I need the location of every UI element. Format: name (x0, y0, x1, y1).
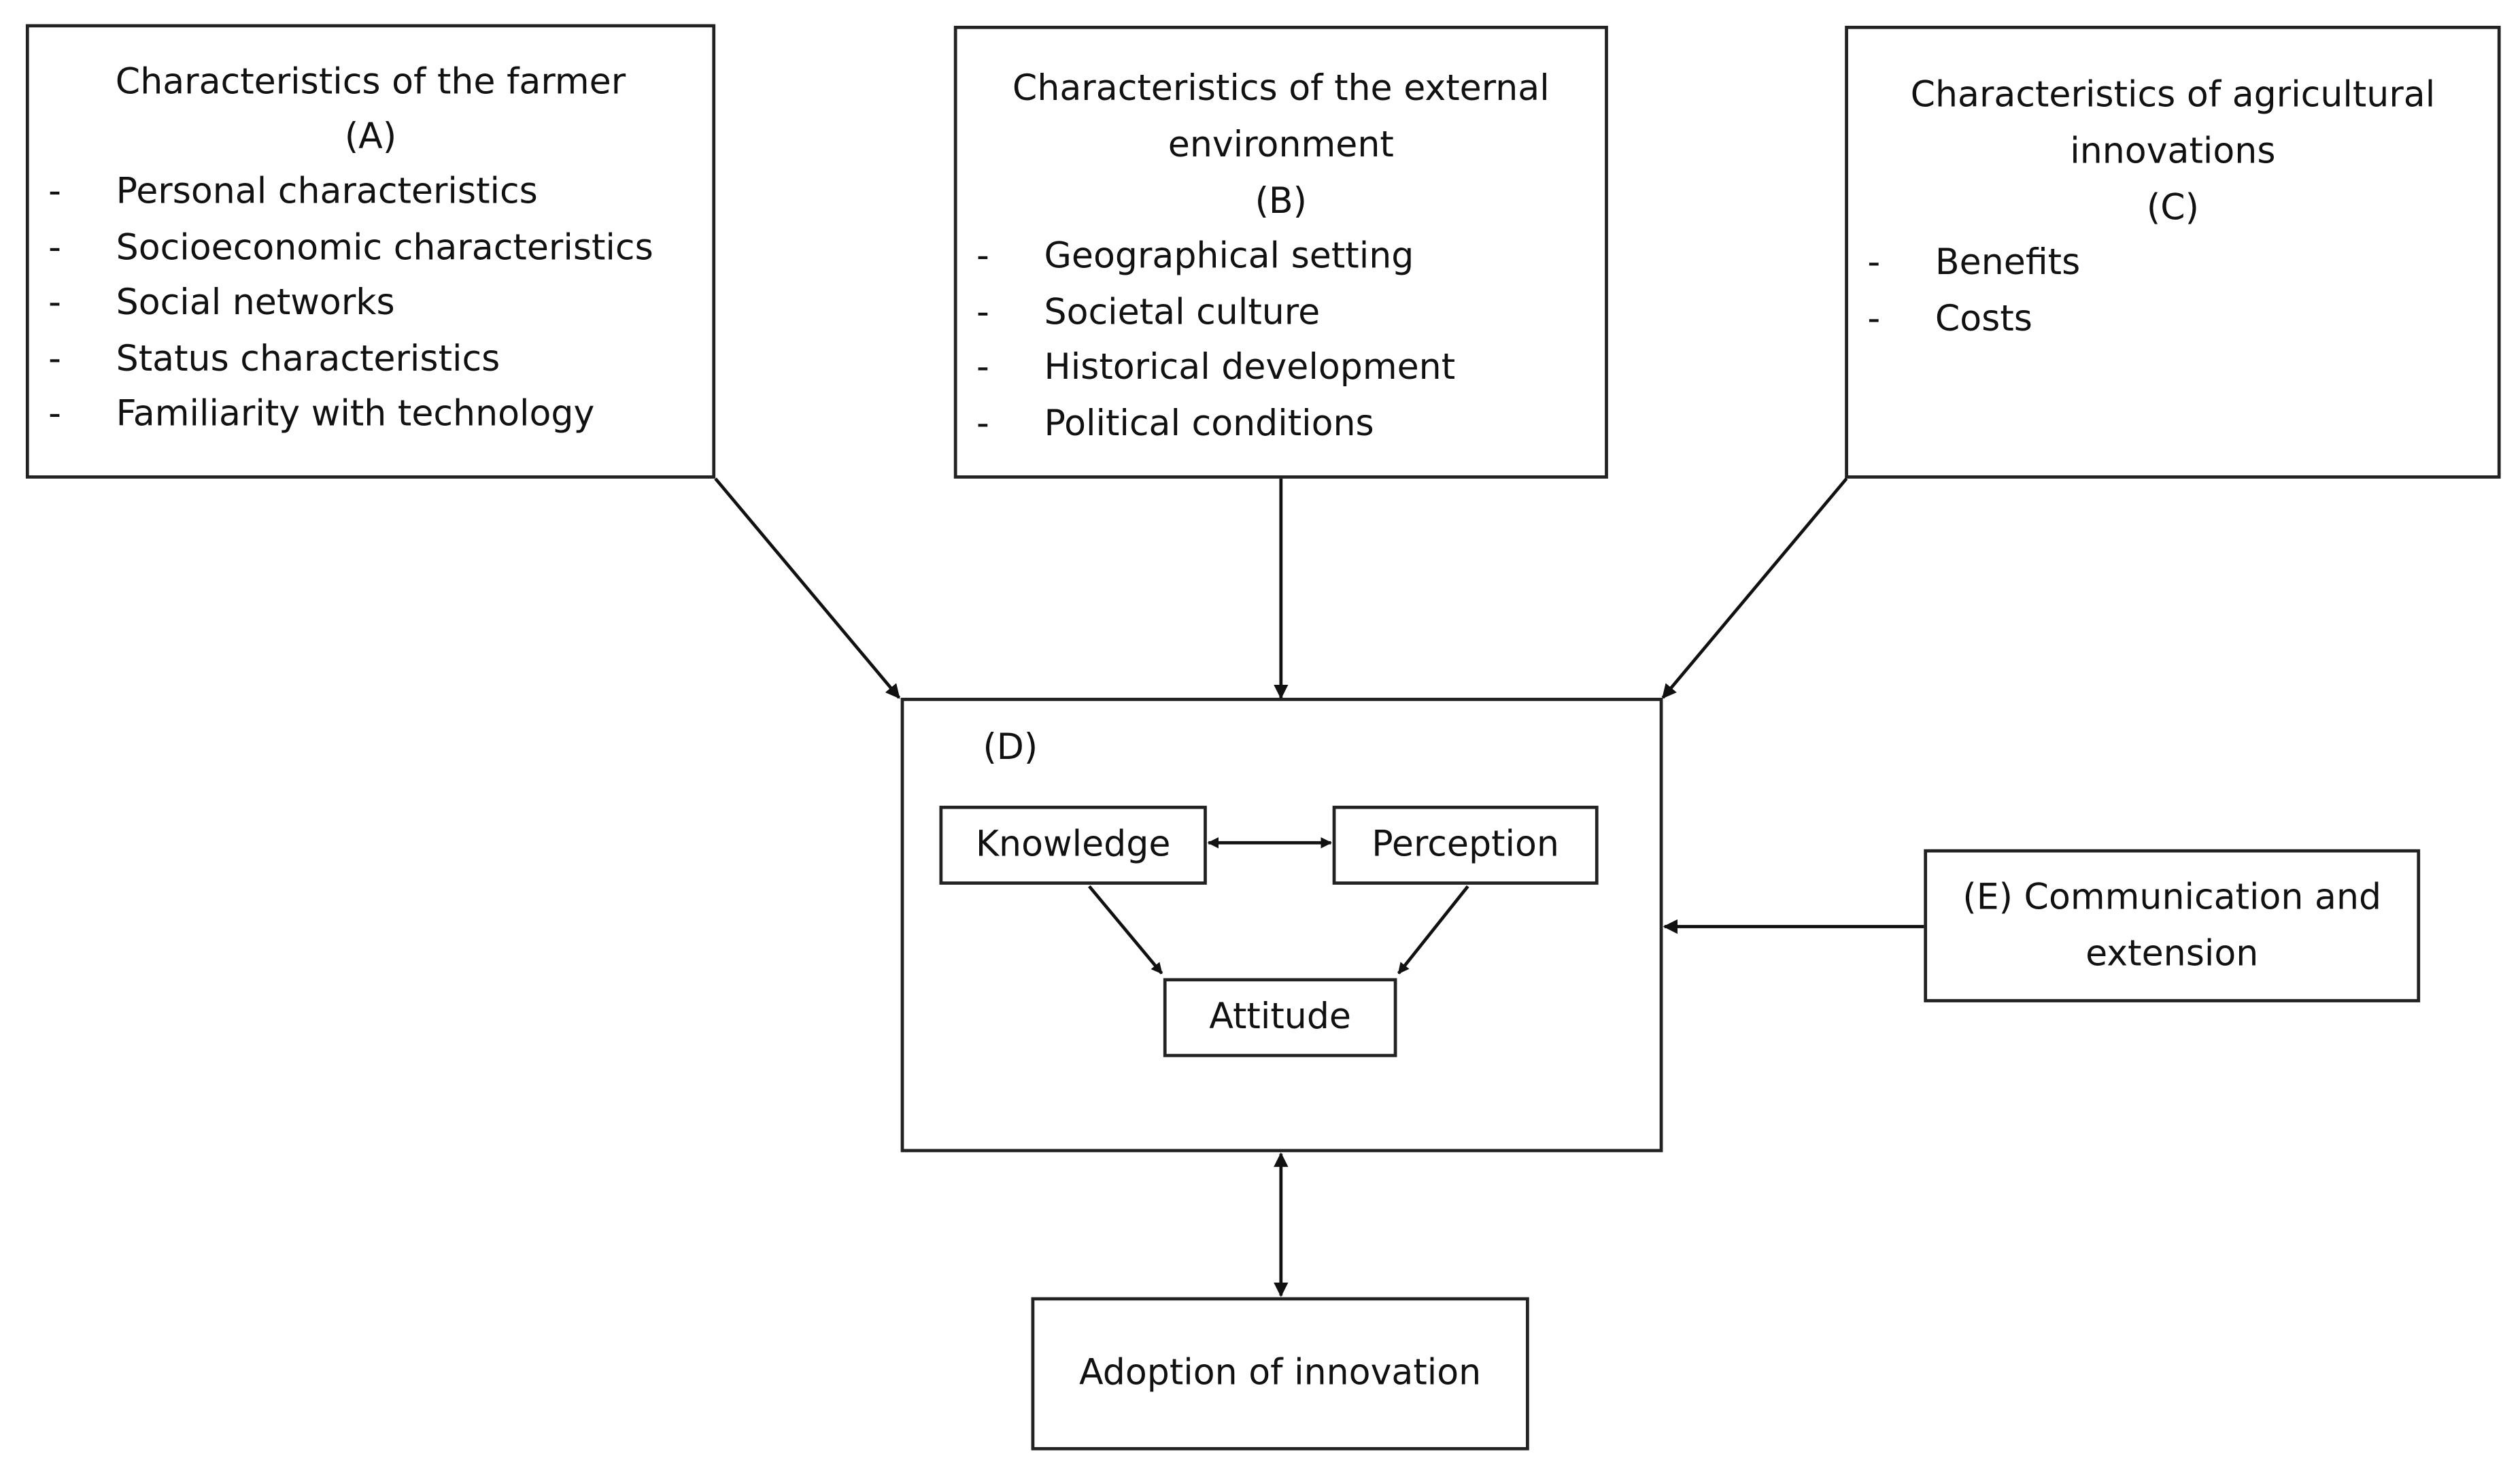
list-item: -Costs (1867, 299, 2032, 340)
environment-title-line1: Characteristics of the external (1012, 69, 1550, 110)
innovation-title-line1: Characteristics of agricultural (1910, 75, 2436, 116)
central-box-d (900, 698, 1663, 1153)
list-item: -Geographical setting (976, 237, 1414, 277)
communication-line1: (E) Communication and (1962, 877, 2382, 918)
list-item: -Socioeconomic characteristics (48, 228, 653, 269)
communication-line2: extension (2085, 934, 2259, 975)
communication-extension-box: (E) Communication and extension (1924, 849, 2421, 1002)
innovation-characteristics-title: Characteristics of agricultural innovati… (1848, 68, 2498, 237)
list-item: -Societal culture (976, 292, 1321, 333)
environment-title-line2: environment (1168, 125, 1394, 167)
perception-label: Perception (1372, 825, 1559, 866)
knowledge-label: Knowledge (975, 825, 1171, 866)
farmer-characteristics-list: -Personal characteristics -Socioeconomic… (48, 166, 709, 445)
innovation-characteristics-box: Characteristics of agricultural innovati… (1845, 25, 2501, 479)
list-item: -Political conditions (976, 404, 1374, 445)
knowledge-box: Knowledge (939, 805, 1207, 885)
box-d-label: (D) (983, 728, 1038, 769)
farmer-characteristics-box: Characteristics of the farmer (A) -Perso… (25, 24, 716, 479)
adoption-box: Adoption of innovation (1031, 1297, 1529, 1451)
arrow-c-to-d (1661, 477, 1848, 699)
farmer-title-line2: (A) (344, 117, 397, 158)
list-item: -Familiarity with technology (48, 395, 595, 436)
innovation-title-line2: innovations (2070, 132, 2276, 173)
list-item: -Social networks (48, 284, 395, 324)
innovation-characteristics-list: -Benefits -Costs (1867, 237, 2496, 348)
list-item: -Personal characteristics (48, 172, 538, 213)
farmer-title-line1: Characteristics of the farmer (115, 63, 626, 103)
list-item: -Status characteristics (48, 339, 500, 380)
external-environment-title: Characteristics of the external environm… (957, 61, 1605, 231)
arrow-knowledge-to-attitude (1088, 885, 1163, 975)
perception-box: Perception (1332, 805, 1599, 885)
arrow-perception-to-attitude (1397, 885, 1469, 975)
attitude-label: Attitude (1209, 997, 1352, 1038)
adoption-label: Adoption of innovation (1079, 1353, 1482, 1394)
environment-title-line3: (B) (1255, 182, 1308, 223)
arrow-a-to-d (714, 477, 901, 699)
list-item: -Benefits (1867, 243, 2081, 284)
attitude-box: Attitude (1163, 978, 1397, 1057)
external-environment-list: -Geographical setting -Societal culture … (976, 231, 1605, 454)
external-environment-box: Characteristics of the external environm… (953, 25, 1608, 479)
farmer-characteristics-title: Characteristics of the farmer (A) (29, 56, 713, 166)
list-item: -Historical development (976, 348, 1456, 389)
innovation-title-line3: (C) (2146, 188, 2199, 229)
